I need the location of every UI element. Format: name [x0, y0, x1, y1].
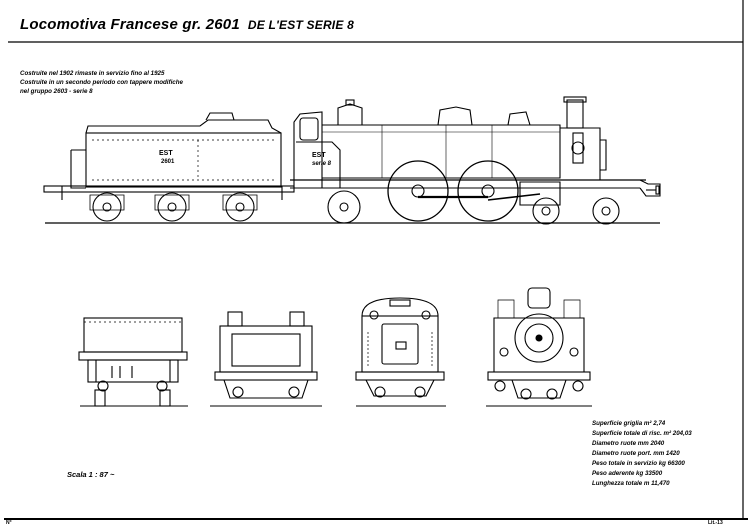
spec-line: Peso aderente kg 33500 [592, 470, 663, 477]
tender-side [43, 112, 295, 222]
spec-line: Superficie totale di risc. m² 204,03 [592, 430, 692, 437]
locomotive-side [290, 96, 661, 225]
note-line-3: nel gruppo 2603 - serie 8 [20, 88, 93, 95]
title-main: Locomotiva Francese gr. 2601 [20, 16, 240, 33]
spec-line: Superficie griglia m² 2,74 [592, 420, 666, 427]
cab-rear-view [355, 297, 446, 407]
note-line-2: Costruite in un secondo periodo con tapp… [20, 79, 183, 86]
front-view [486, 287, 592, 407]
tender-rear-view [78, 317, 188, 407]
scale-label: Scala 1 : 87 ~ [67, 470, 115, 479]
spec-line: Diametro ruote port. mm 1420 [592, 450, 680, 457]
title-rest: DE L'EST SERIE 8 [247, 18, 354, 32]
note-line-1: Costruite nel 1902 rimaste in servizio f… [20, 70, 165, 77]
spec-line: Lunghezza totale m 11,470 [592, 480, 670, 487]
tender-front-view [210, 311, 322, 407]
cab-marking-2: serie 8 [312, 161, 332, 167]
corner-right: Lit.-13 [708, 520, 723, 526]
spec-line: Diametro ruote mm 2040 [592, 440, 665, 447]
spec-line: Peso totale in servizio kg 66300 [592, 460, 685, 467]
page-title: Locomotiva Francese gr. 2601 DE L'EST SER… [20, 16, 354, 33]
tender-marking-2: 2601 [161, 159, 175, 165]
tender-marking-1: EST [159, 150, 173, 157]
corner-left: N° [6, 520, 12, 526]
side-view [43, 96, 661, 225]
cab-marking-1: EST [312, 152, 326, 159]
